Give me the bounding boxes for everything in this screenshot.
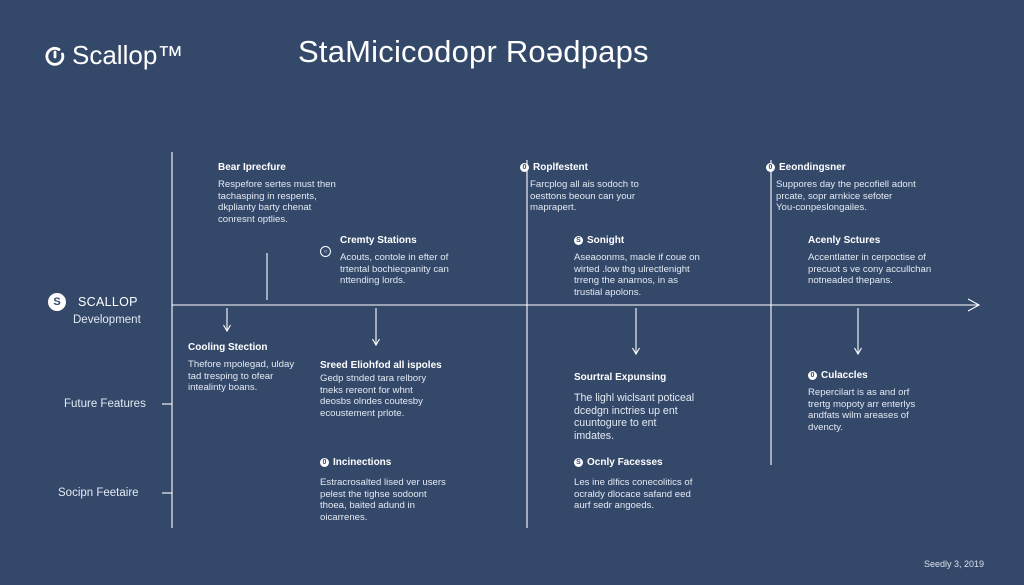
card-cremty-stations: Cremty Stations Acouts, contole in efter… xyxy=(340,235,500,287)
card-line: dkplianty barty chenat xyxy=(218,202,312,213)
track-sublabel: Development xyxy=(73,314,141,326)
card-acenly-sctures: Acenly Sctures Accentlatter in cerpoctis… xyxy=(808,235,968,287)
card-line: andfats wilm areases of xyxy=(808,410,909,421)
card-line: tneks rereont for whnt xyxy=(320,384,413,396)
card-line: imdates. xyxy=(574,429,615,442)
track-badge: S xyxy=(48,293,66,311)
card-line: Suppores day the pecofiell adont xyxy=(776,179,916,190)
card-line: oicarrenes. xyxy=(320,511,368,523)
row-label-socipn-feetaire: Socipn Feetaire xyxy=(58,487,139,499)
card-bear-iprecfure: Bear Iprecfure Respefore sertes must the… xyxy=(218,162,378,225)
card-line: prcate, sopr arnkice sefoter xyxy=(776,190,893,202)
card-line: wirted .low thg ulrectlenight xyxy=(574,263,690,275)
card-line: ecoustement prlote. xyxy=(320,407,405,419)
card-sonight: S Sonight Aseaoonms, macle if coue on wir… xyxy=(574,235,734,298)
card-line: Respefore sertes must then xyxy=(218,179,336,190)
card-line: pelest the tighse sodoont xyxy=(320,488,427,500)
card-heading: Cremty Stations xyxy=(340,235,417,246)
card-line: intealinty boans. xyxy=(188,382,258,393)
card-line: trtental bochiecpanity can xyxy=(340,263,449,275)
page-title: StaMicicodopr Roədpaps xyxy=(298,34,649,69)
card-line: trustial apolons. xyxy=(574,286,642,298)
card-line: Acouts, contole in efter of xyxy=(340,252,449,263)
card-line: trertg mopoty arr enterlys xyxy=(808,398,916,410)
card-heading: Bear Iprecfure xyxy=(218,162,286,173)
brand-name: Scallop™ xyxy=(72,40,184,70)
card-heading: Acenly Sctures xyxy=(808,235,881,246)
card-line: Aseaoonms, macle if coue on xyxy=(574,252,700,263)
card-culaccles: 0 Culaccles Repercilart is as and orf tre… xyxy=(808,370,968,433)
card-line: conresnt optlies. xyxy=(218,213,288,225)
card-heading: Roplfestent xyxy=(533,162,588,173)
card-heading: Sourtral Expunsing xyxy=(574,372,667,383)
card-line: Farcplog all ais sodoch to xyxy=(530,179,639,190)
card-sreed-eliohfod: Sreed Eliohfod all ispoles Gedp stnded t… xyxy=(320,360,480,419)
card-line: dcedgn inctries up ent xyxy=(574,404,678,417)
card-line: precuot s ve cony accullchan xyxy=(808,263,932,275)
track-name: SCALLOP xyxy=(78,295,138,309)
card-ocnly-facesses: S Ocnly Facesses Les ine dlfics conecolit… xyxy=(574,457,734,512)
card-sourtral-expunsing: Sourtral Expunsing The lighl wiclsant po… xyxy=(574,372,734,442)
marker-icon: 0 xyxy=(808,371,817,380)
marker-icon: 0 xyxy=(766,163,775,172)
card-heading: Incinections xyxy=(333,457,392,468)
card-heading: Sreed Eliohfod all ispoles xyxy=(320,360,442,371)
card-line: deosbs olndes coutesby xyxy=(320,396,423,407)
card-line: cuuntogure to ent xyxy=(574,417,657,429)
timeline-arrowhead xyxy=(967,298,981,312)
card-line: You-conpeslongailes. xyxy=(776,202,867,213)
card-heading: Sonight xyxy=(587,235,625,246)
card-line: tachasping in respents, xyxy=(218,190,317,202)
bullet-icon: ○ xyxy=(320,246,331,257)
card-heading: Ocnly Facesses xyxy=(587,457,663,468)
card-line: Les ine dlfics conecolitics of xyxy=(574,477,693,488)
card-line: trreng the anarnos, in as xyxy=(574,275,678,286)
card-heading: Cooling Stection xyxy=(188,342,268,353)
card-heading: Eeondingsner xyxy=(779,162,846,173)
card-line: Repercilart is as and orf xyxy=(808,387,910,398)
card-line: tad tresping to ofear xyxy=(188,370,274,382)
card-incinections: 0 Incinections Estracrosalted lised ver u… xyxy=(320,457,480,523)
brand-logo: Scallop™ xyxy=(44,40,183,71)
card-line: Gedp stnded tara relbory xyxy=(320,373,427,384)
marker-icon: S xyxy=(574,236,583,245)
card-heading: Culaccles xyxy=(821,370,868,381)
marker-icon: 0 xyxy=(320,458,329,467)
marker-icon: 0 xyxy=(520,163,529,172)
marker-icon: S xyxy=(574,458,583,467)
card-line: Estracrosalted lised ver users xyxy=(320,477,446,488)
card-line: oesttons beoun can your xyxy=(530,190,636,202)
card-cooling-stection: Cooling Stection Thefore mpolegad, ulday… xyxy=(188,342,348,394)
card-line: thoea, baited adund in xyxy=(320,500,415,511)
card-line: maprapert. xyxy=(530,202,577,213)
card-line: Thefore mpolegad, ulday xyxy=(188,359,295,370)
card-line: notneaded thepans. xyxy=(808,275,893,286)
card-line: The lighl wiclsant poticeal xyxy=(574,392,695,404)
card-line: ocraldy dlocace safand eed xyxy=(574,488,691,500)
row-label-future-features: Future Features xyxy=(64,398,146,410)
card-line: aurf sedr angoeds. xyxy=(574,500,655,511)
card-line: nttending lords. xyxy=(340,275,406,286)
footer-date: Seedly 3, 2019 xyxy=(923,559,984,569)
card-eeondingsner: 0 Eeondingsner Suppores day the pecofiell… xyxy=(766,162,926,214)
card-line: Accentlatter in cerpoctise of xyxy=(808,252,926,263)
card-line: dvencty. xyxy=(808,421,844,433)
scallop-logo-icon xyxy=(45,46,65,66)
